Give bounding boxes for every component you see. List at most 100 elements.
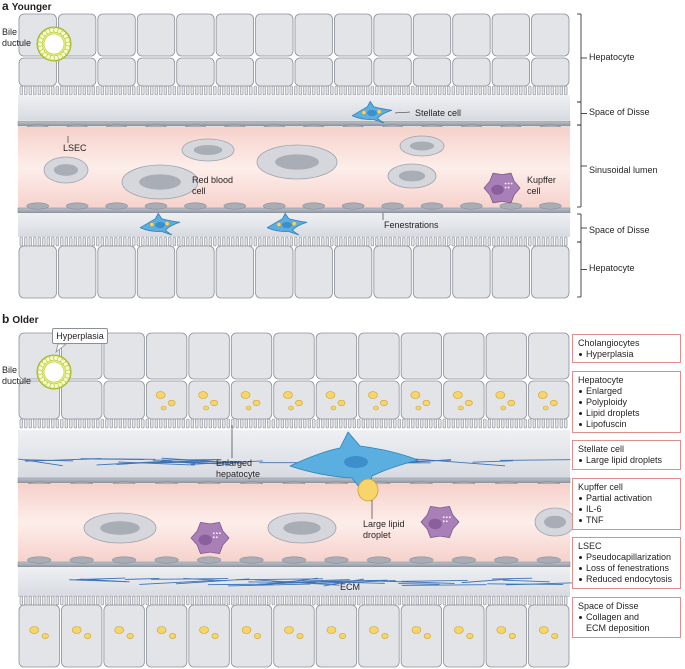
hepatocyte-old-top-cell (359, 333, 399, 379)
hepatocyte-old-top-cell (104, 333, 144, 379)
hepatocyte-old-bottom-cell (274, 605, 314, 667)
hepatocyte-old-bottom-cell (19, 605, 59, 667)
hepatocyte-bottom-cell (532, 246, 569, 298)
hepatocyte-top-lower-cell (256, 58, 293, 86)
hepatocyte-top-lower-cell (413, 58, 450, 86)
hepatocyte-old-top-cell (146, 333, 186, 379)
bracket-hepatocyte-top (577, 14, 587, 102)
space-of-disse-top (18, 95, 570, 120)
hepatocyte-old-top-cell (316, 333, 356, 379)
hepatocyte-top-lower-cell (532, 58, 569, 86)
hepatocyte-old-top-cell (274, 333, 314, 379)
hepatocyte-bottom-cell (453, 246, 490, 298)
lipid-droplet (509, 633, 515, 638)
hepatocyte-old-lower-cell (146, 381, 186, 419)
box-title: Space of Disse (578, 601, 675, 612)
lipid-droplet (508, 400, 515, 406)
panel-b-title: bOlder (2, 312, 38, 326)
lipid-droplet (84, 633, 90, 638)
box-item: Hyperplasia (578, 349, 675, 360)
lipid-droplet (161, 406, 166, 410)
hepatocyte-old-top-cell (529, 333, 569, 379)
space-of-disse-old-top (18, 430, 570, 478)
hepatocyte-old-bottom-cell (359, 605, 399, 667)
hepatocyte-old-bottom-cell (61, 605, 101, 667)
lipid-droplet (416, 406, 421, 410)
hepatocyte-top-lower-cell (374, 58, 411, 86)
hepatocyte-old-bottom-cell (189, 605, 229, 667)
hepatocyte-top-cell (492, 14, 529, 56)
lipid-droplet (253, 400, 260, 406)
side-label-lumen: Sinusoidal lumen (589, 165, 658, 175)
bile-ductule-a (37, 27, 71, 61)
lipid-droplet (297, 633, 303, 638)
lipid-droplet (285, 627, 294, 634)
hepatocyte-top-cell (295, 14, 332, 56)
lipid-droplet (157, 627, 166, 634)
microvilli-bottom (20, 237, 567, 246)
hepatocyte-top-cell (374, 14, 411, 56)
lipid-droplet (327, 627, 336, 634)
lipid-droplet (496, 392, 505, 399)
box-item: Enlarged (578, 386, 675, 397)
hepatocyte-top-lower-cell (492, 58, 529, 86)
hepatocyte-old-lower-cell (274, 381, 314, 419)
enlarged-hepatocyte-label: Enlarged hepatocyte (216, 458, 260, 480)
box-title: Hepatocyte (578, 375, 675, 386)
hepatocyte-bottom-cell (98, 246, 135, 298)
hepatocyte-old-lower-cell (486, 381, 526, 419)
hepatocyte-old-lower-cell (104, 381, 144, 419)
lipid-droplet (242, 627, 251, 634)
box-title: Stellate cell (578, 444, 675, 455)
hepatocyte-top-cell (216, 14, 253, 56)
side-label-hepatocyte-bottom: Hepatocyte (589, 263, 635, 273)
lipid-droplet (552, 633, 558, 638)
bile-ductule-b (37, 355, 71, 389)
hepatocyte-top-cell (256, 14, 293, 56)
panel-a-younger (18, 14, 587, 298)
large-lipid-droplet-label: Large lipid droplet (363, 519, 405, 541)
bracket-disse-top (577, 102, 587, 125)
hepatocyte-old-bottom-cell (231, 605, 271, 667)
hepatocyte-old-lower-cell (231, 381, 271, 419)
lipid-droplet (204, 406, 209, 410)
lipid-droplet (501, 406, 506, 410)
hepatocyte-old-bottom-cell (529, 605, 569, 667)
lipid-droplet (467, 633, 473, 638)
lipid-droplet (369, 627, 378, 634)
hepatocyte-top-lower-cell (453, 58, 490, 86)
lipid-droplet (246, 406, 251, 410)
lipid-droplet (373, 406, 378, 410)
lipid-droplet (254, 633, 260, 638)
lipid-droplet (412, 627, 421, 634)
hepatocyte-bottom-cell (334, 246, 371, 298)
hepatocyte-bottom-cell (216, 246, 253, 298)
bracket-disse-bottom (577, 214, 587, 242)
box-item: Reduced endocytosis (578, 574, 675, 585)
lsec-label: LSEC (63, 143, 87, 154)
lipid-droplet (284, 392, 293, 399)
lipid-droplet (497, 627, 506, 634)
box-item: Loss of fenestrations (578, 563, 675, 574)
lipid-droplet (339, 633, 345, 638)
lipid-droplet (211, 400, 218, 406)
hepatocyte-top-lower-cell (58, 58, 95, 86)
box-kupffer-cell: Kupffer cell Partial activation IL-6 TNF (572, 478, 681, 530)
microvilli-old-top (20, 419, 567, 428)
rbc (44, 157, 88, 183)
red-blood-cell-label: Red blood cell (192, 175, 233, 197)
box-item: Lipid droplets (578, 408, 675, 419)
hepatocyte-old-bottom-cell (104, 605, 144, 667)
hepatocyte-top-lower-cell (334, 58, 371, 86)
microvilli-top (20, 86, 567, 95)
lipid-droplet (212, 633, 218, 638)
hepatocyte-old-top-cell (189, 333, 229, 379)
stellate-cell-label: Stellate cell (415, 108, 461, 119)
lipid-droplet (72, 627, 81, 634)
hepatocyte-old-top-cell (231, 333, 271, 379)
hepatocyte-bottom-cell (413, 246, 450, 298)
hepatocyte-top-lower-cell (137, 58, 174, 86)
box-title: Cholangiocytes (578, 338, 675, 349)
lipid-droplet (42, 633, 48, 638)
hepatocyte-top-cell (532, 14, 569, 56)
